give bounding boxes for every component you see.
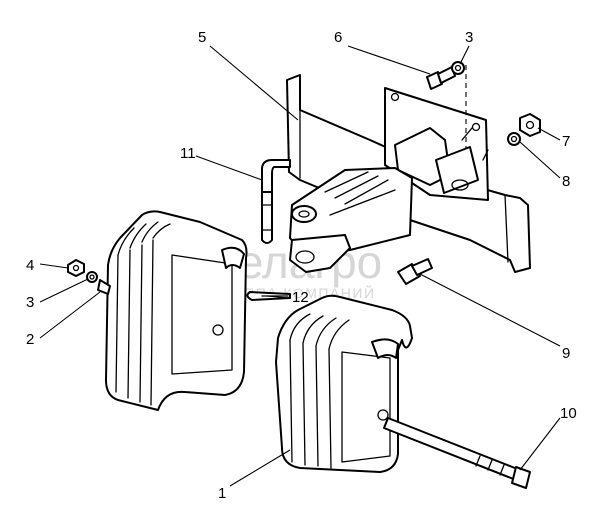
callout-5: 5 — [198, 29, 206, 46]
weight-right-part-1 — [275, 294, 413, 473]
callout-9: 9 — [562, 345, 570, 362]
washer-part-3-top — [451, 61, 465, 75]
pin-part-11 — [261, 159, 291, 244]
weight-left — [105, 210, 248, 411]
callout-1: 1 — [218, 485, 226, 502]
callout-labels: 5 6 3 7 8 11 4 3 2 12 9 10 1 — [26, 29, 577, 502]
callout-7: 7 — [562, 133, 570, 150]
nut-part-4 — [67, 259, 85, 277]
callout-8: 8 — [562, 173, 570, 190]
washer-part-8 — [507, 132, 521, 146]
callout-4: 4 — [26, 257, 34, 274]
callout-2: 2 — [26, 331, 34, 348]
bolt-part-9 — [397, 258, 433, 285]
callout-3-left: 3 — [26, 294, 34, 311]
callout-10: 10 — [560, 405, 577, 422]
callout-6: 6 — [334, 29, 342, 46]
leader-lines — [39, 45, 561, 487]
callout-12: 12 — [292, 289, 309, 306]
nut-part-7 — [519, 113, 541, 137]
washer-part-3-left — [86, 271, 98, 283]
long-bolt-part-10 — [383, 417, 531, 489]
bracket-part-5 — [286, 74, 531, 273]
callout-3-top: 3 — [465, 29, 473, 46]
callout-11: 11 — [180, 145, 196, 162]
bolt-part-6 — [426, 66, 456, 90]
stud-part-2 — [97, 279, 111, 295]
